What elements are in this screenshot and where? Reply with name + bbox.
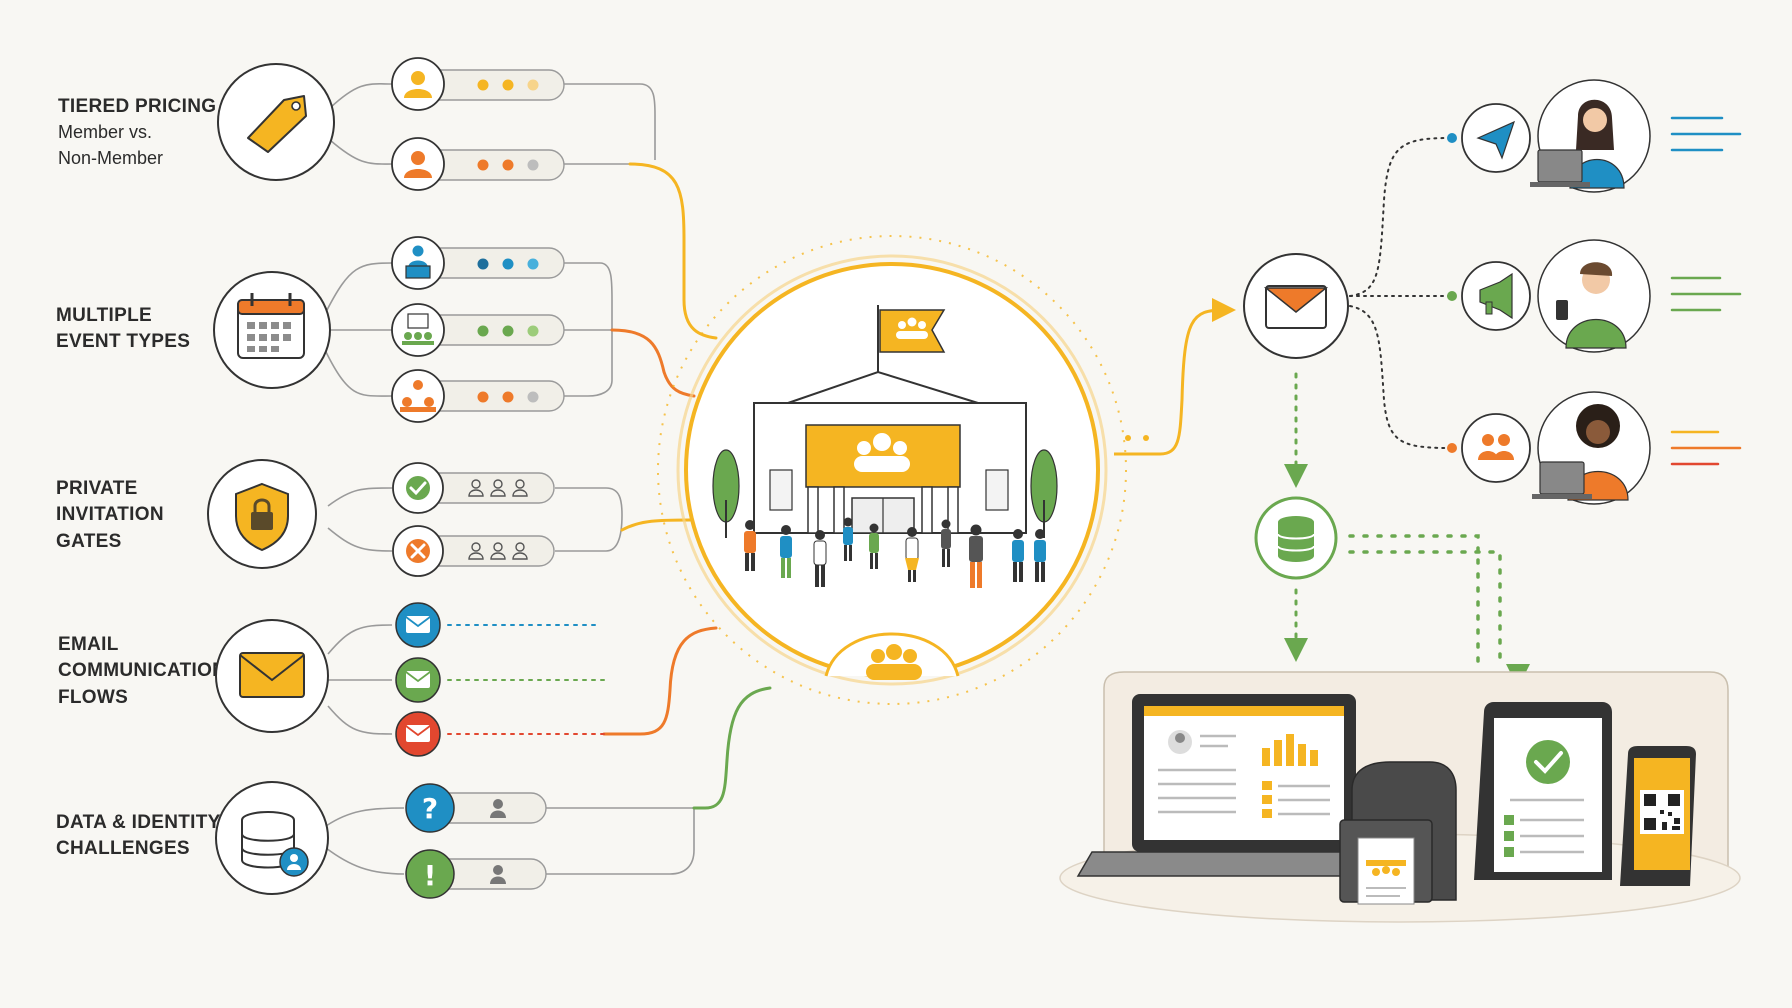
label-event-types-2: EVENT TYPES bbox=[56, 331, 190, 352]
shield-lock-icon bbox=[235, 482, 289, 552]
check-in-station bbox=[1059, 671, 1741, 923]
check-icon bbox=[1526, 740, 1570, 784]
label-data-1: DATA & IDENTITY bbox=[56, 812, 221, 833]
calendar-icon bbox=[237, 293, 305, 359]
svg-text:?: ? bbox=[422, 792, 438, 825]
label-tiered-pricing-sub-2: Non-Member bbox=[58, 148, 163, 168]
label-email-2: COMMUNICATION bbox=[58, 660, 226, 681]
checkin-tablet bbox=[1474, 702, 1612, 880]
label-email-3: FLOWS bbox=[58, 687, 128, 708]
venue-building-icon bbox=[712, 305, 1058, 538]
member-avatar-icon bbox=[404, 71, 432, 98]
hub-outflow bbox=[1114, 298, 1236, 456]
guest-icons bbox=[468, 479, 528, 497]
row-tiered-pricing bbox=[217, 57, 565, 191]
recipient-2 bbox=[1537, 239, 1651, 353]
envelope-icon bbox=[239, 652, 305, 698]
email-distribution bbox=[1243, 79, 1742, 505]
guest-icons-denied bbox=[468, 542, 528, 560]
data-sync bbox=[1254, 372, 1530, 688]
hub-inflows bbox=[602, 162, 772, 810]
alert-icon bbox=[405, 849, 455, 899]
svg-text:!: ! bbox=[424, 859, 437, 892]
non-member-avatar-icon bbox=[404, 151, 432, 178]
badge-printer bbox=[1339, 761, 1457, 905]
row-email-flows bbox=[215, 602, 441, 757]
label-tiered-pricing-sub-1: Member vs. bbox=[58, 122, 152, 142]
bar-graphic bbox=[1262, 734, 1318, 766]
group-icon bbox=[866, 644, 922, 680]
recipient-3 bbox=[1532, 391, 1651, 505]
label-tiered-pricing: TIERED PRICING bbox=[58, 96, 216, 117]
database-user-icon bbox=[241, 811, 309, 877]
email-dotted-lines bbox=[447, 624, 607, 735]
workshop-icon bbox=[402, 313, 434, 345]
qr-phone bbox=[1620, 746, 1696, 886]
question-icon bbox=[405, 783, 455, 833]
row-invitation-gates bbox=[207, 459, 555, 577]
label-invitation-2: INVITATION bbox=[56, 504, 164, 525]
row-data-identity: ? ! bbox=[215, 781, 547, 899]
network-group-icon bbox=[400, 380, 436, 412]
group-icon bbox=[1478, 434, 1514, 460]
venue-hub bbox=[657, 235, 1127, 705]
recipient-1 bbox=[1530, 79, 1651, 193]
crowd-people bbox=[744, 517, 1046, 588]
feature-labels: TIERED PRICING Member vs. Non-Member MUL… bbox=[56, 96, 226, 859]
user-icon bbox=[490, 865, 506, 884]
label-data-2: CHALLENGES bbox=[56, 838, 190, 859]
label-event-types-1: MULTIPLE bbox=[56, 305, 152, 326]
price-tag-icon bbox=[247, 95, 307, 153]
paper-plane-icon bbox=[1476, 120, 1515, 160]
label-invitation-3: GATES bbox=[56, 531, 122, 552]
message-lines bbox=[1670, 116, 1742, 466]
user-icon bbox=[490, 799, 506, 818]
label-email-1: EMAIL bbox=[58, 634, 119, 655]
megaphone-icon bbox=[1479, 272, 1513, 320]
label-invitation-1: PRIVATE bbox=[56, 478, 138, 499]
qr-code-icon bbox=[1644, 794, 1680, 830]
database-icon bbox=[1277, 516, 1315, 562]
speaker-podium-icon bbox=[405, 245, 431, 279]
row-event-types bbox=[213, 236, 565, 423]
laptop-dashboard bbox=[1076, 694, 1412, 877]
left-connectors bbox=[325, 83, 695, 875]
